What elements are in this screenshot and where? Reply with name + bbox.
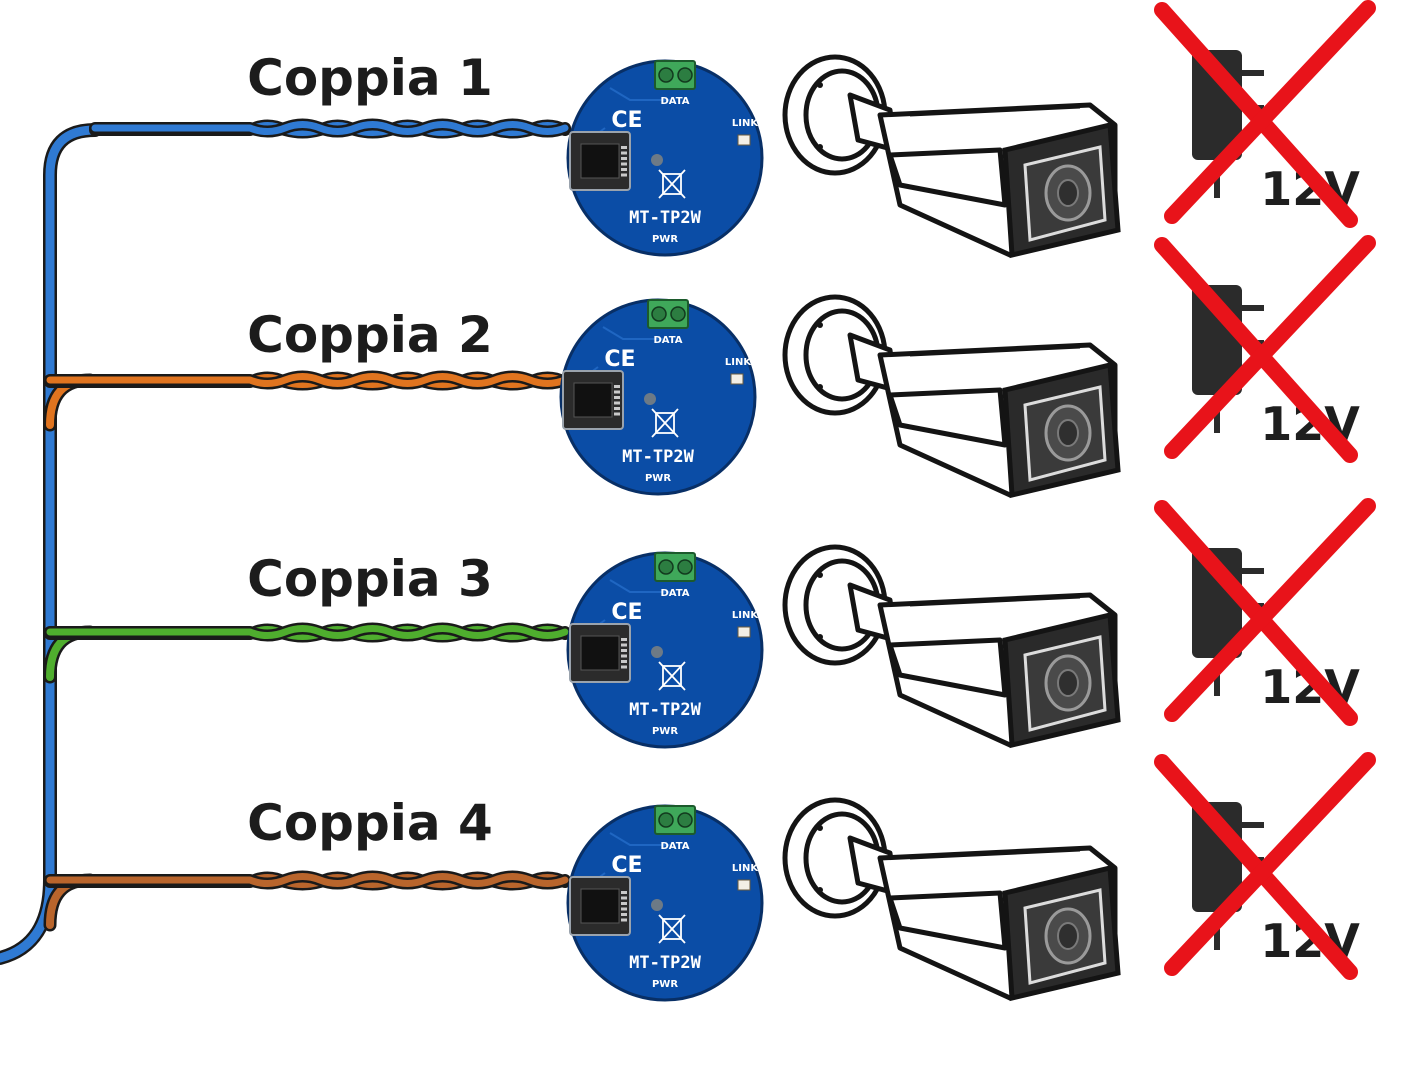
rj45-port-icon [569,131,631,191]
power-adapter-crossed: 12V [1154,498,1376,726]
data-label: DATA [660,588,689,599]
rj45-port-icon [569,623,631,683]
bullet-camera-icon [782,797,1121,1002]
row-pair-4: Coppia 4 DATA CE LINK MT-TP2W PWR 12V [43,752,1376,1002]
pwr-label: PWR [652,979,678,990]
twisted-pair-1 [89,118,571,139]
board-model-label: MT-TP2W [629,953,701,973]
data-label: DATA [660,841,689,852]
link-label: LINK [732,863,759,874]
status-led-icon [651,154,663,166]
bullet-camera-icon [782,294,1121,499]
ce-mark: CE [611,600,642,625]
red-cross-icon [1154,498,1376,726]
pair-label: Coppia 2 [247,306,493,364]
board-model-label: MT-TP2W [622,447,694,467]
ce-mark: CE [611,853,642,878]
power-adapter-crossed: 12V [1154,235,1376,463]
link-label: LINK [732,610,759,621]
twisted-pair-4 [43,870,571,932]
bullet-camera-icon [782,54,1121,259]
data-label: DATA [660,96,689,107]
pwr-label: PWR [652,726,678,737]
pair-label: Coppia 4 [247,794,493,852]
rj45-port-icon [562,370,624,430]
status-led-icon [651,899,663,911]
red-cross-icon [1154,0,1376,228]
mt-tp2w-board: DATA CE LINK MT-TP2W PWR [566,804,764,1002]
row-pair-1: Coppia 1 DATA CE LINK MT-TP2W PWR 12V [89,0,1376,259]
weee-bin-icon [651,408,679,438]
ce-mark: CE [611,108,642,133]
bullet-camera-icon [782,544,1121,749]
data-label: DATA [653,335,682,346]
status-led-icon [644,393,656,405]
terminal-block-icon [654,552,696,582]
row-pair-3: Coppia 3 DATA CE LINK MT-TP2W PWR 12V [43,498,1376,749]
status-led-icon [651,646,663,658]
weee-bin-icon [658,914,686,944]
twisted-pair-2 [43,370,571,432]
rj45-port-icon [569,876,631,936]
pwr-label: PWR [652,234,678,245]
red-cross-icon [1154,235,1376,463]
power-adapter-crossed: 12V [1154,0,1376,228]
mt-tp2w-board: DATA CE LINK MT-TP2W PWR [566,551,764,749]
board-model-label: MT-TP2W [629,208,701,228]
weee-bin-icon [658,169,686,199]
terminal-block-icon [654,805,696,835]
red-cross-icon [1154,752,1376,980]
pair-label: Coppia 3 [247,550,493,608]
ce-mark: CE [604,347,635,372]
terminal-block-icon [647,299,689,329]
link-label: LINK [732,118,759,129]
power-adapter-crossed: 12V [1154,752,1376,980]
trunk-cable [0,123,102,965]
terminal-block-icon [654,60,696,90]
board-model-label: MT-TP2W [629,700,701,720]
pwr-label: PWR [645,473,671,484]
twisted-pair-3 [43,622,571,684]
mt-tp2w-board: DATA CE LINK MT-TP2W PWR [566,59,764,257]
mt-tp2w-board: DATA CE LINK MT-TP2W PWR [559,298,757,496]
trunk-wire-blue [0,125,100,963]
row-pair-2: Coppia 2 DATA CE LINK MT-TP2W PWR 12V [43,235,1376,499]
weee-bin-icon [658,661,686,691]
pair-label: Coppia 1 [247,49,493,107]
link-label: LINK [725,357,752,368]
